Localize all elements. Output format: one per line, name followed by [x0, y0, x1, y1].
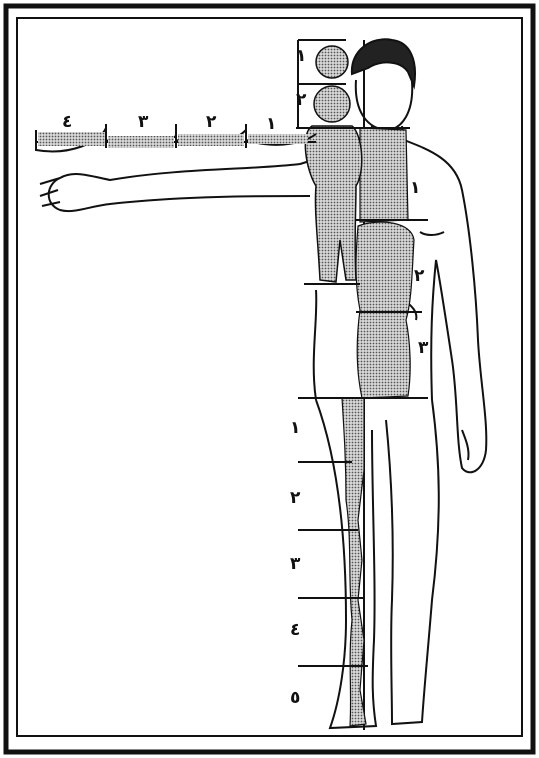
torso-scale-label-2: ٢ [414, 268, 424, 285]
arm-scale-label-4: ٤ [62, 114, 72, 131]
leg-scale-label-5: ٥ [290, 690, 300, 707]
leg-scale-label-4: ٤ [290, 622, 300, 639]
child-body [305, 126, 361, 282]
arm-scale-label-3: ٣ [138, 114, 148, 131]
child-head-upper [316, 46, 348, 78]
child-scale-label-1: ١ [296, 48, 306, 65]
adult-right-leg [386, 400, 439, 724]
child-head [314, 86, 350, 122]
adult-hair [352, 39, 415, 86]
child-scale-label-2: ٢ [296, 92, 306, 109]
torso-scale-label-1: ١ [410, 180, 420, 197]
arm-scale-label-2: ٢ [206, 114, 216, 131]
leg-scale-label-3: ٣ [290, 556, 300, 573]
leg-shading [342, 398, 366, 726]
torso-scale-label-3: ٣ [418, 340, 428, 357]
leg-scale-label-2: ٢ [290, 490, 300, 507]
leg-scale-label-1: ١ [290, 420, 300, 437]
child-figure [305, 46, 361, 282]
abdomen-shading [356, 222, 414, 398]
arm-scale-label-1: ١ [266, 116, 276, 133]
torso-shading [360, 128, 408, 222]
